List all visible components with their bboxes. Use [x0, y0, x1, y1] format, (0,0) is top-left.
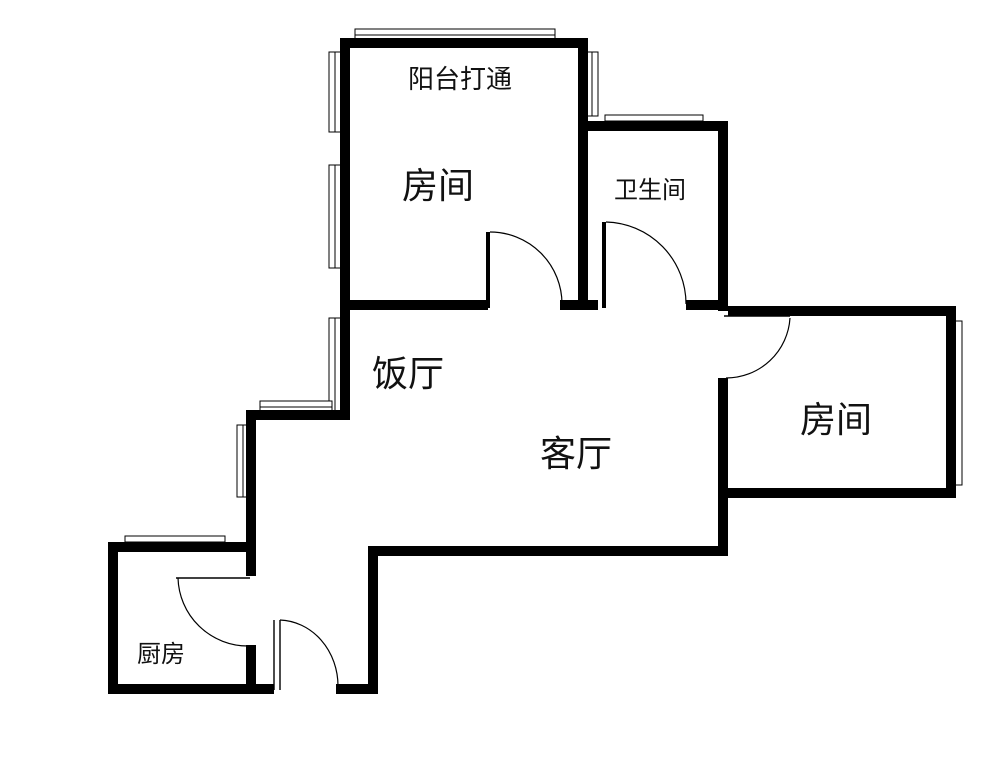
door-bathroom [605, 221, 687, 305]
label-bathroom: 卫生间 [614, 176, 686, 204]
wall-east-left-lower [718, 378, 728, 556]
wall-kitchen-top [108, 542, 256, 552]
door-east-bedroom [724, 315, 791, 379]
door-kitchen [176, 577, 250, 647]
label-dining: 饭厅 [372, 354, 444, 395]
wall-dining-step-left [246, 410, 256, 576]
wall-north-bottom-left [340, 300, 488, 310]
wall-bath-door-jamb [602, 222, 606, 308]
door-entry [273, 619, 339, 690]
wall-north-door-jamb [486, 232, 490, 308]
label-bedroom-north: 房间 [402, 166, 474, 207]
wall-north-right [578, 38, 588, 310]
wall-kitchen-right-lower [246, 645, 256, 694]
wall-dining-step [246, 410, 350, 420]
wall-bath-right [718, 121, 728, 311]
room-labels: 阳台打通 房间 卫生间 饭厅 客厅 房间 厨房 [137, 65, 872, 668]
wall-north-top [340, 38, 588, 48]
wall-north-bottom-right [560, 300, 598, 310]
label-kitchen: 厨房 [137, 640, 185, 668]
wall-kitchen-left [108, 542, 118, 694]
wall-kitchen-bottom [108, 684, 274, 694]
wall-bath-bottom-right [686, 300, 728, 310]
wall-living-bottom-left [368, 546, 378, 694]
wall-east-top [728, 306, 956, 316]
wall-living-bottom [368, 546, 728, 556]
door-north-bedroom [489, 231, 563, 305]
doors [176, 221, 791, 690]
walls [108, 38, 956, 694]
wall-east-bottom [728, 488, 956, 498]
wall-north-left [340, 38, 350, 310]
label-bedroom-east: 房间 [800, 400, 872, 441]
label-balcony-note: 阳台打通 [408, 65, 512, 95]
wall-bath-top [588, 121, 728, 131]
wall-east-right [946, 306, 956, 498]
label-living: 客厅 [540, 434, 612, 475]
wall-dining-left [340, 310, 350, 420]
wall-entry-right [336, 684, 378, 694]
